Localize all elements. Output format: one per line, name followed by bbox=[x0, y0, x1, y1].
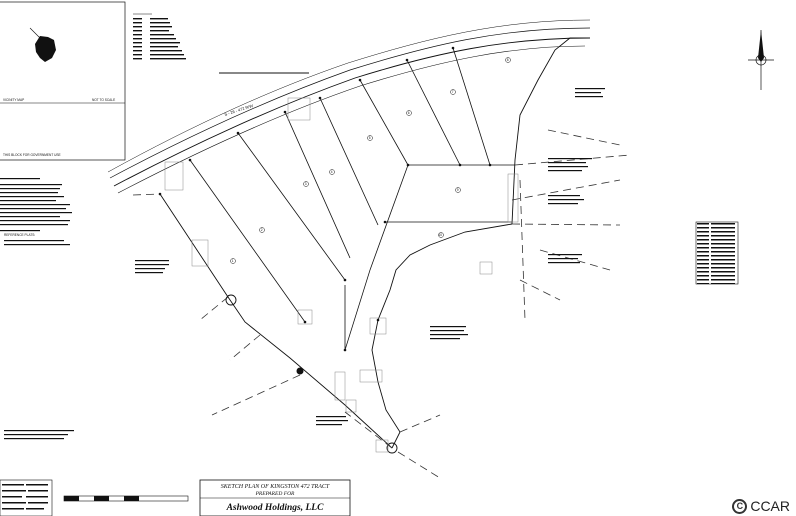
vicinity-map: VICINITY MAP NOT TO SCALE THIS BLOCK FOR… bbox=[0, 1, 126, 161]
lot-number: 9 bbox=[457, 188, 459, 192]
road-right-of-way bbox=[107, 19, 591, 194]
boundary-monument-circle bbox=[225, 294, 237, 306]
scale-bar bbox=[63, 495, 189, 502]
lot-number: 2 bbox=[261, 228, 263, 232]
revision-table bbox=[0, 479, 53, 516]
title-line-2: PREPARED FOR bbox=[255, 491, 295, 497]
legend bbox=[133, 13, 186, 60]
lot-number: 6 bbox=[408, 111, 410, 115]
ccar-watermark: C CCAR bbox=[732, 498, 790, 514]
lot-number: 3 bbox=[305, 182, 307, 186]
lot-number: 1 bbox=[232, 259, 234, 263]
survey-markers bbox=[158, 46, 492, 375]
north-arrow-icon bbox=[748, 30, 774, 90]
title-block: SKETCH PLAN OF KINGSTON 472 TRACT PREPAR… bbox=[199, 479, 351, 516]
vicinity-scale-note: NOT TO SCALE bbox=[92, 98, 115, 102]
lot-lines bbox=[189, 47, 515, 351]
lot-number: 10 bbox=[439, 233, 443, 237]
annotation-text-blocks bbox=[0, 88, 605, 440]
lot-number: 7 bbox=[452, 90, 454, 94]
lot-number: 5 bbox=[369, 136, 371, 140]
lot-number: 8 bbox=[507, 58, 509, 62]
boundary-monument-circle-south bbox=[386, 442, 398, 454]
property-boundary bbox=[159, 37, 590, 449]
lot-numbers: 1 2 3 4 5 6 7 8 9 10 bbox=[232, 58, 509, 263]
callout-boxes bbox=[164, 97, 519, 453]
adjoiner-dashed-lines bbox=[132, 129, 631, 479]
lot-markers bbox=[230, 57, 511, 264]
lot-number: 4 bbox=[331, 170, 333, 174]
line-table bbox=[695, 221, 739, 285]
ccar-text: CCAR bbox=[750, 498, 790, 514]
title-owner: Ashwood Holdings, LLC bbox=[226, 503, 325, 513]
title-line-1: SKETCH PLAN OF KINGSTON 472 TRACT bbox=[221, 483, 330, 490]
gov-block-note: THIS BLOCK FOR GOVERNMENT USE bbox=[3, 153, 61, 157]
vicinity-map-title: VICINITY MAP bbox=[3, 98, 24, 102]
vicinity-site-shape bbox=[35, 36, 56, 62]
reference-plats-label: REFERENCE PLATS: bbox=[4, 233, 35, 237]
ccar-logo-icon: C bbox=[732, 498, 748, 514]
